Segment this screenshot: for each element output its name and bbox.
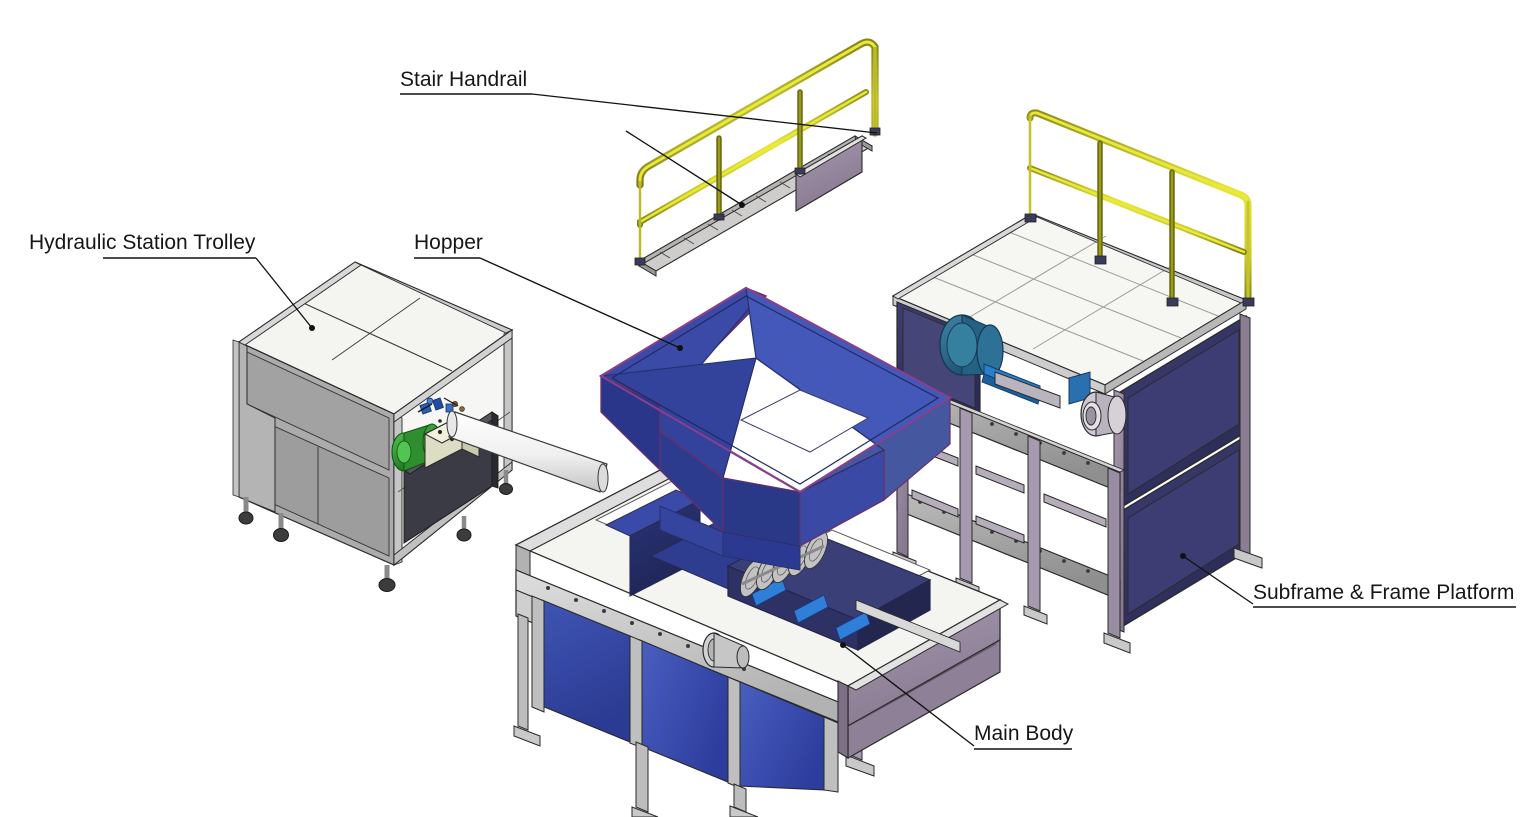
leader-anchor-dot (677, 345, 683, 351)
label-hydraulic-station-trolley[interactable]: Hydraulic Station Trolley (29, 231, 315, 331)
leader-anchor-dot (1180, 553, 1186, 559)
label-main-body-text: Main Body (974, 722, 1074, 745)
leader-line-branch (625, 130, 743, 206)
leader-anchor-dot (309, 325, 315, 331)
label-stair-handrail[interactable]: Stair Handrail (400, 68, 878, 208)
component-hydraulic-station-trolley (232, 261, 609, 592)
component-hopper (598, 286, 953, 571)
component-stair-handrail (634, 38, 881, 277)
handrail-rails (634, 38, 881, 266)
label-subframe-frame-platform-text: Subframe & Frame Platform (1253, 581, 1514, 604)
trolley-casters (238, 470, 513, 592)
platform-handrail (1024, 109, 1255, 308)
inspection-port (702, 632, 750, 669)
label-main-body[interactable]: Main Body (840, 642, 1074, 750)
label-hydraulic-station-trolley-text: Hydraulic Station Trolley (29, 231, 256, 254)
stair-end-panel (795, 135, 868, 212)
leader-line (479, 257, 681, 349)
hydraulic-fittings (417, 397, 465, 415)
leader-line (1182, 555, 1254, 605)
hydraulic-hose (446, 410, 609, 493)
label-stair-handrail-text: Stair Handrail (400, 68, 527, 91)
label-subframe-frame-platform[interactable]: Subframe & Frame Platform (1180, 553, 1516, 608)
leader-line (531, 93, 878, 134)
label-hopper-text: Hopper (414, 231, 483, 254)
leader-line (842, 644, 975, 747)
flange-bearing-housing (1068, 371, 1127, 437)
leader-anchor-dot (840, 642, 846, 648)
component-subframe-frame-platform (891, 109, 1263, 654)
subframe-structure (892, 379, 1263, 654)
leader-line (255, 257, 313, 329)
labels-layer: Stair Handrail Hydraulic Station Trolley… (29, 68, 1516, 750)
label-hopper[interactable]: Hopper (414, 231, 683, 351)
